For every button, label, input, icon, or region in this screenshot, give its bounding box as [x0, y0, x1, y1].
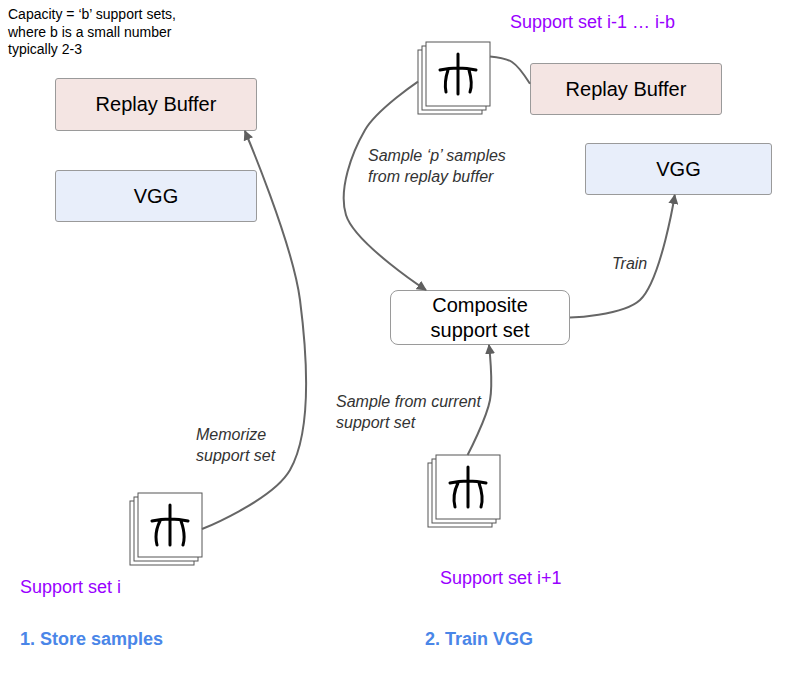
buffer-box: Replay Buffer	[55, 78, 257, 131]
connector	[344, 82, 426, 290]
glyph-stroke	[450, 467, 486, 507]
connector	[202, 131, 306, 529]
set-heading: Support set i-1 … i-b	[510, 12, 675, 33]
box-label: Composite support set	[397, 293, 563, 343]
connector-label: Train	[612, 254, 672, 275]
model-box: VGG	[55, 170, 257, 222]
set-heading: Support set i	[20, 577, 121, 598]
glyph	[152, 505, 188, 545]
card	[426, 42, 490, 106]
model-box: VGG	[585, 143, 772, 195]
support-set-stack: Support set i-1 … i-b	[418, 42, 490, 114]
connector-label: Sample from current support set	[336, 392, 486, 434]
step-heading: 1. Store samples	[20, 628, 270, 651]
card	[138, 493, 202, 557]
support-set-stack: Support set i	[130, 493, 202, 565]
capacity-note: Capacity = ‘b’ support sets, where b is …	[8, 6, 213, 59]
connector	[468, 345, 492, 455]
connector	[490, 56, 530, 83]
set-heading: Support set i+1	[440, 568, 562, 589]
buffer-box: Replay Buffer	[530, 63, 722, 115]
glyph	[450, 467, 486, 507]
box-label: VGG	[656, 157, 700, 182]
card	[436, 455, 500, 519]
card-stack	[428, 455, 500, 527]
step-heading: 2. Train VGG	[425, 628, 675, 651]
glyph-stroke	[440, 54, 476, 94]
card-stack	[418, 42, 490, 114]
box-label: Replay Buffer	[566, 77, 687, 102]
glyph	[440, 54, 476, 94]
composite-box: Composite support set	[390, 290, 570, 345]
support-set-stack: Support set i+1	[428, 455, 500, 527]
connector-label: Memorize support set	[196, 425, 291, 467]
glyph-stroke	[152, 505, 188, 545]
box-label: VGG	[134, 184, 178, 209]
card-stack	[130, 493, 202, 565]
box-label: Replay Buffer	[96, 92, 217, 117]
connector-label: Sample ‘p’ samples from replay buffer	[368, 146, 523, 188]
connector	[570, 195, 675, 318]
